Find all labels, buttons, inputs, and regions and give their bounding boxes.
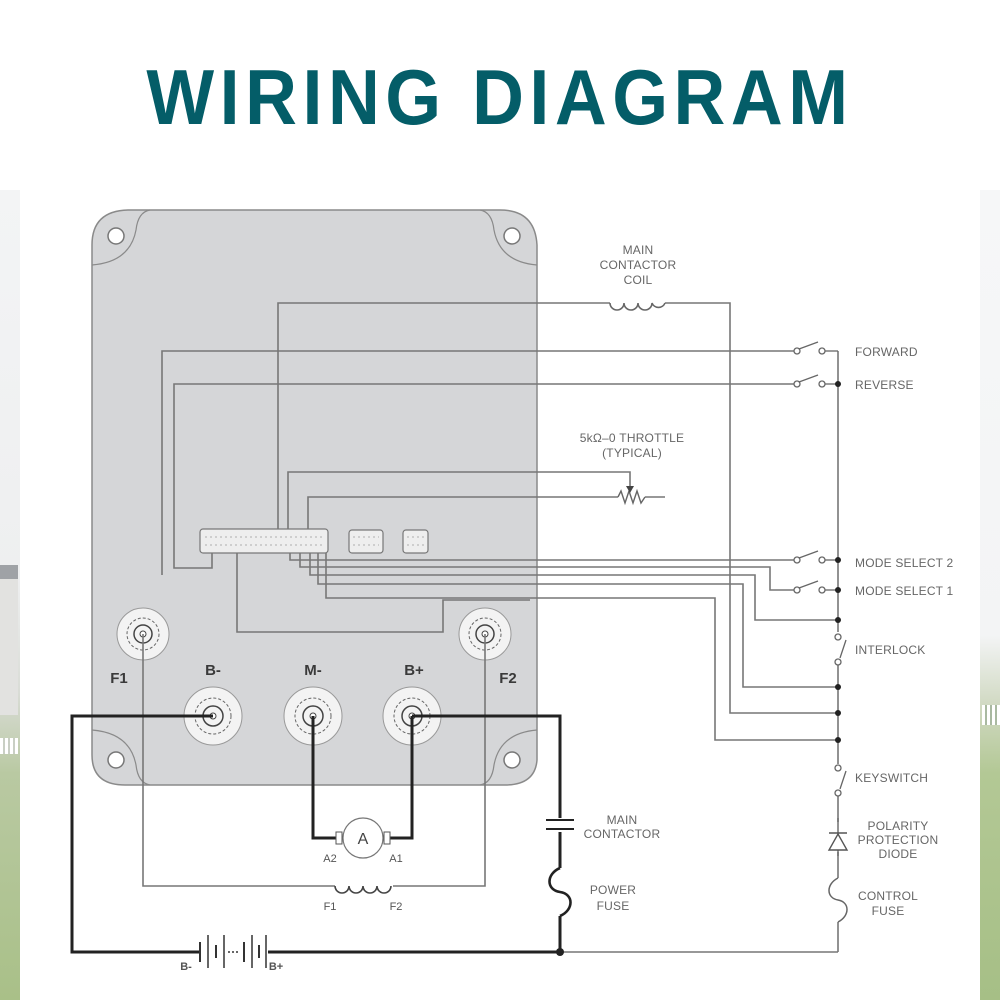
battery-pos-label: B+ [269,961,283,973]
forward-label: FORWARD [855,345,918,359]
armature-label: A [358,831,369,848]
mounting-hole [107,751,125,769]
mounting-hole [503,227,521,245]
main-contactor-coil-label-2: CONTACTOR [600,258,677,272]
junction-dots [556,381,841,956]
field-f1-label: F1 [324,901,337,913]
mode-select-1-label: MODE SELECT 1 [855,584,954,598]
keyswitch-icon [834,764,847,797]
polarity-diode-label-2: PROTECTION [858,833,939,847]
field-f2-label: F2 [390,901,403,913]
main-connector [199,528,329,554]
terminal-label-m-minus: M- [304,662,322,679]
terminal-label-b-plus: B+ [404,662,424,679]
interlock-switch-icon [834,632,847,666]
main-contactor-label-1: MAIN [607,813,638,827]
background-photo-right [980,190,1000,1000]
main-contactor-label-2: CONTACTOR [584,827,661,841]
keyswitch-label: KEYSWITCH [855,771,928,785]
mode-select-1-switch-icon [793,580,838,594]
control-fuse-icon [828,877,848,923]
mounting-hole [503,751,521,769]
control-fuse-label-2: FUSE [872,904,905,918]
polarity-diode-label-1: POLARITY [868,819,929,833]
terminal-label-f2: F2 [499,670,517,687]
background-fence-right [982,705,1000,725]
main-contactor-icon [546,818,574,832]
control-fuse-label-1: CONTROL [858,889,918,903]
background-fence-left [0,738,18,754]
throttle-label-1: 5kΩ–0 THROTTLE [580,431,684,445]
armature-motor-icon: A [335,817,391,859]
terminal-label-f1: F1 [110,670,128,687]
background-house [0,565,18,715]
main-contactor-coil-label-3: COIL [624,273,653,287]
interlock-label: INTERLOCK [855,643,925,657]
battery-neg-label: B- [180,961,192,973]
power-fuse-label-2: FUSE [597,899,630,913]
battery-icon [199,935,267,968]
control-wiring [142,302,839,953]
armature-a2-label: A2 [323,853,336,865]
main-contactor-coil-icon [609,302,666,311]
page-title: WIRING DIAGRAM [146,53,854,141]
power-fuse-label-1: POWER [590,883,636,897]
main-contactor-coil-label-1: MAIN [623,243,654,257]
power-fuse-icon [548,866,572,952]
throttle-label-2: (TYPICAL) [602,446,662,460]
reverse-label: REVERSE [855,378,914,392]
armature-a1-label: A1 [389,853,402,865]
mode-select-2-label: MODE SELECT 2 [855,556,954,570]
field-coil-icon [334,885,392,894]
mounting-hole [107,227,125,245]
reverse-switch-icon [793,374,838,388]
connector-small-2 [402,529,429,554]
connector-small-1 [348,529,384,554]
polarity-protection-diode-icon [827,818,849,856]
forward-switch-icon [793,341,838,355]
terminal-label-b-minus: B- [205,662,221,679]
polarity-diode-label-3: DIODE [878,847,917,861]
mode-select-2-switch-icon [793,550,838,564]
throttle-potentiometer-icon [617,486,646,506]
